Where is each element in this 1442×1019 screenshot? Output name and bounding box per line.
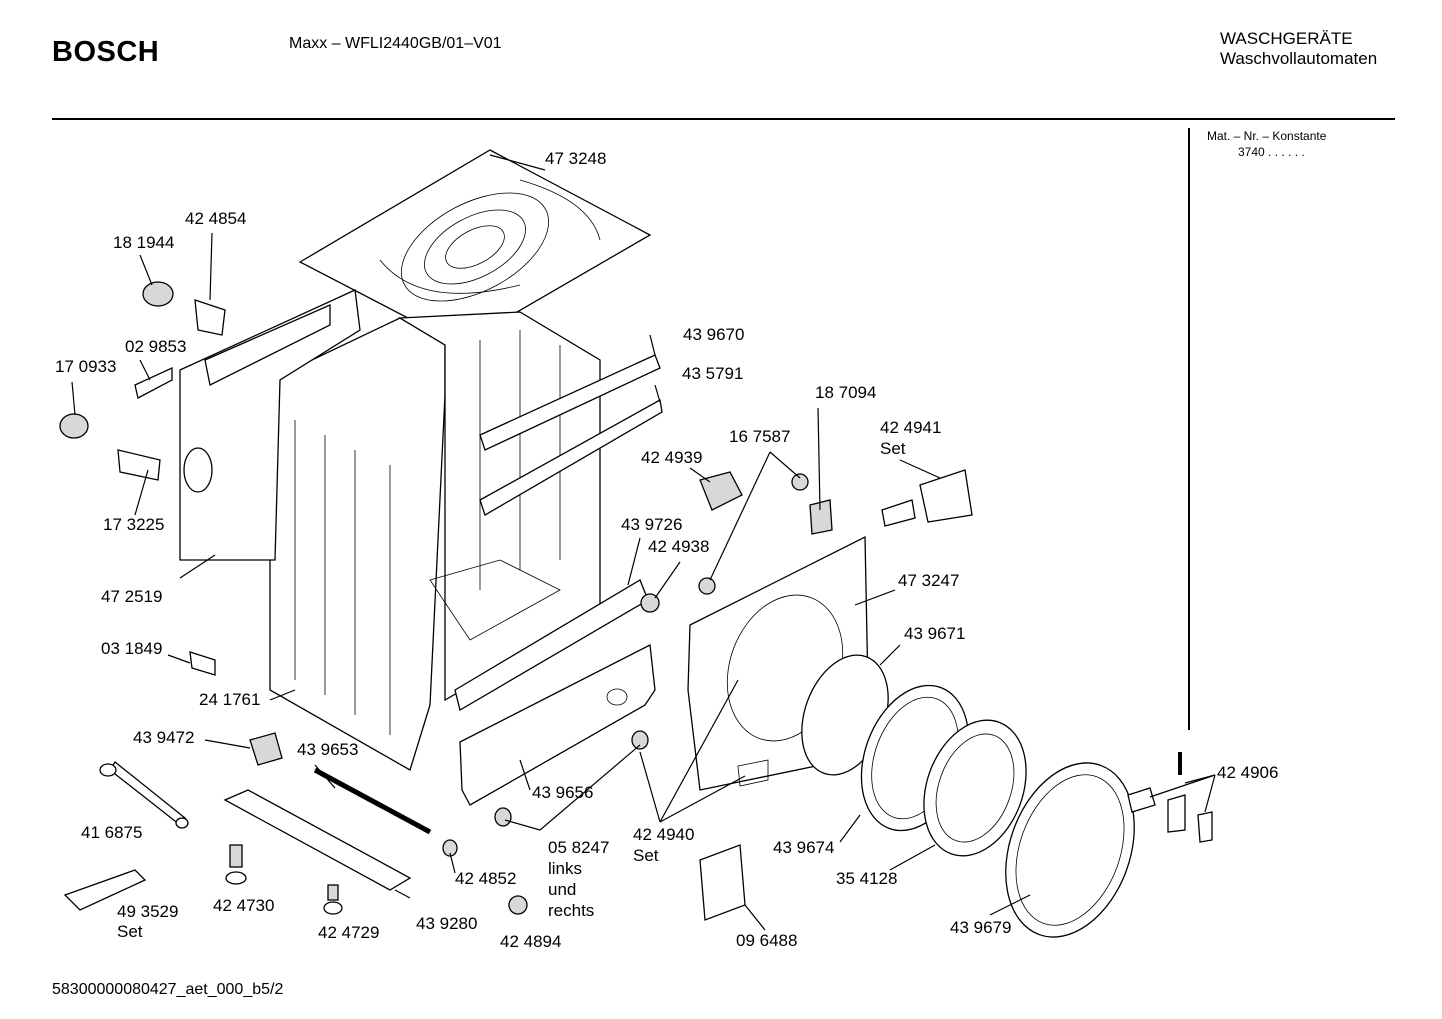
part-label-439472: 43 9472 bbox=[133, 728, 195, 747]
part-label-links: links bbox=[548, 859, 583, 878]
part-label-424730: 42 4730 bbox=[213, 896, 275, 915]
part-label-181944: 18 1944 bbox=[113, 233, 175, 252]
part-label-424938: 42 4938 bbox=[648, 537, 710, 556]
header-divider bbox=[52, 118, 1395, 120]
part-label-173225: 17 3225 bbox=[103, 515, 165, 534]
part-label-rechts: rechts bbox=[548, 901, 595, 920]
brand-logo: BOSCH bbox=[52, 36, 160, 68]
part-label-424894: 42 4894 bbox=[500, 932, 562, 951]
part-label-439674: 43 9674 bbox=[773, 838, 835, 857]
part-label-473248: 47 3248 bbox=[545, 149, 607, 168]
door-lock-part bbox=[249, 469, 973, 766]
part-label-set-424940: Set bbox=[633, 846, 659, 865]
part-label-set-424941: Set bbox=[880, 439, 906, 458]
part-label-439671: 43 9671 bbox=[904, 624, 966, 643]
mat-nr-label: Mat. – Nr. – Konstante bbox=[1207, 129, 1327, 143]
part-label-424940: 42 4940 bbox=[633, 825, 695, 844]
part-label-439670: 43 9670 bbox=[683, 325, 745, 344]
leader-lines bbox=[71, 154, 1216, 931]
part-label-031849: 03 1849 bbox=[101, 639, 163, 658]
part-label-439656: 43 9656 bbox=[532, 783, 594, 802]
part-label-241761: 24 1761 bbox=[199, 690, 261, 709]
sidebar-divider bbox=[1188, 128, 1190, 730]
model-title: Maxx – WFLI2440GB/01–V01 bbox=[289, 35, 502, 52]
part-label-167587: 16 7587 bbox=[729, 427, 791, 446]
rear-panel-part bbox=[179, 289, 361, 561]
mat-nr-value: 3740 . . . . . . bbox=[1238, 145, 1305, 159]
part-label-473247: 47 3247 bbox=[898, 571, 960, 590]
category-subtitle: Waschvollautomaten bbox=[1220, 49, 1378, 68]
part-label-424939: 42 4939 bbox=[641, 448, 703, 467]
part-label-424852: 42 4852 bbox=[455, 869, 517, 888]
part-label-354128: 35 4128 bbox=[836, 869, 898, 888]
part-label-439280: 43 9280 bbox=[416, 914, 478, 933]
part-label-424941: 42 4941 bbox=[880, 418, 942, 437]
hinge-part bbox=[1127, 752, 1213, 843]
part-label-439653: 43 9653 bbox=[297, 740, 359, 759]
part-label-187094: 18 7094 bbox=[815, 383, 877, 402]
door-assembly-part bbox=[801, 654, 1135, 938]
part-label-058247: 05 8247 bbox=[548, 838, 610, 857]
part-label-170933: 17 0933 bbox=[55, 357, 117, 376]
part-label-und: und bbox=[548, 880, 577, 899]
category-title: WASCHGERÄTE bbox=[1220, 29, 1353, 48]
part-label-096488: 09 6488 bbox=[736, 931, 798, 950]
part-label-424729: 42 4729 bbox=[318, 923, 380, 942]
rails-part bbox=[454, 354, 663, 711]
control-panel-part bbox=[459, 643, 656, 806]
bottom-parts bbox=[63, 730, 746, 921]
part-label-435791: 43 5791 bbox=[682, 364, 744, 383]
document-id: 58300000080427_aet_000_b5/2 bbox=[52, 981, 284, 998]
small-parts-left bbox=[59, 281, 226, 676]
part-label-029853: 02 9853 bbox=[125, 337, 187, 356]
part-label-424854: 42 4854 bbox=[185, 209, 247, 228]
part-label-set-493529: Set bbox=[117, 922, 143, 941]
part-label-416875: 41 6875 bbox=[81, 823, 143, 842]
part-label-424906: 42 4906 bbox=[1217, 763, 1279, 782]
part-label-472519: 47 2519 bbox=[101, 587, 163, 606]
part-label-439726: 43 9726 bbox=[621, 515, 683, 534]
part-label-493529: 49 3529 bbox=[117, 902, 179, 921]
part-label-439679: 43 9679 bbox=[950, 918, 1012, 937]
